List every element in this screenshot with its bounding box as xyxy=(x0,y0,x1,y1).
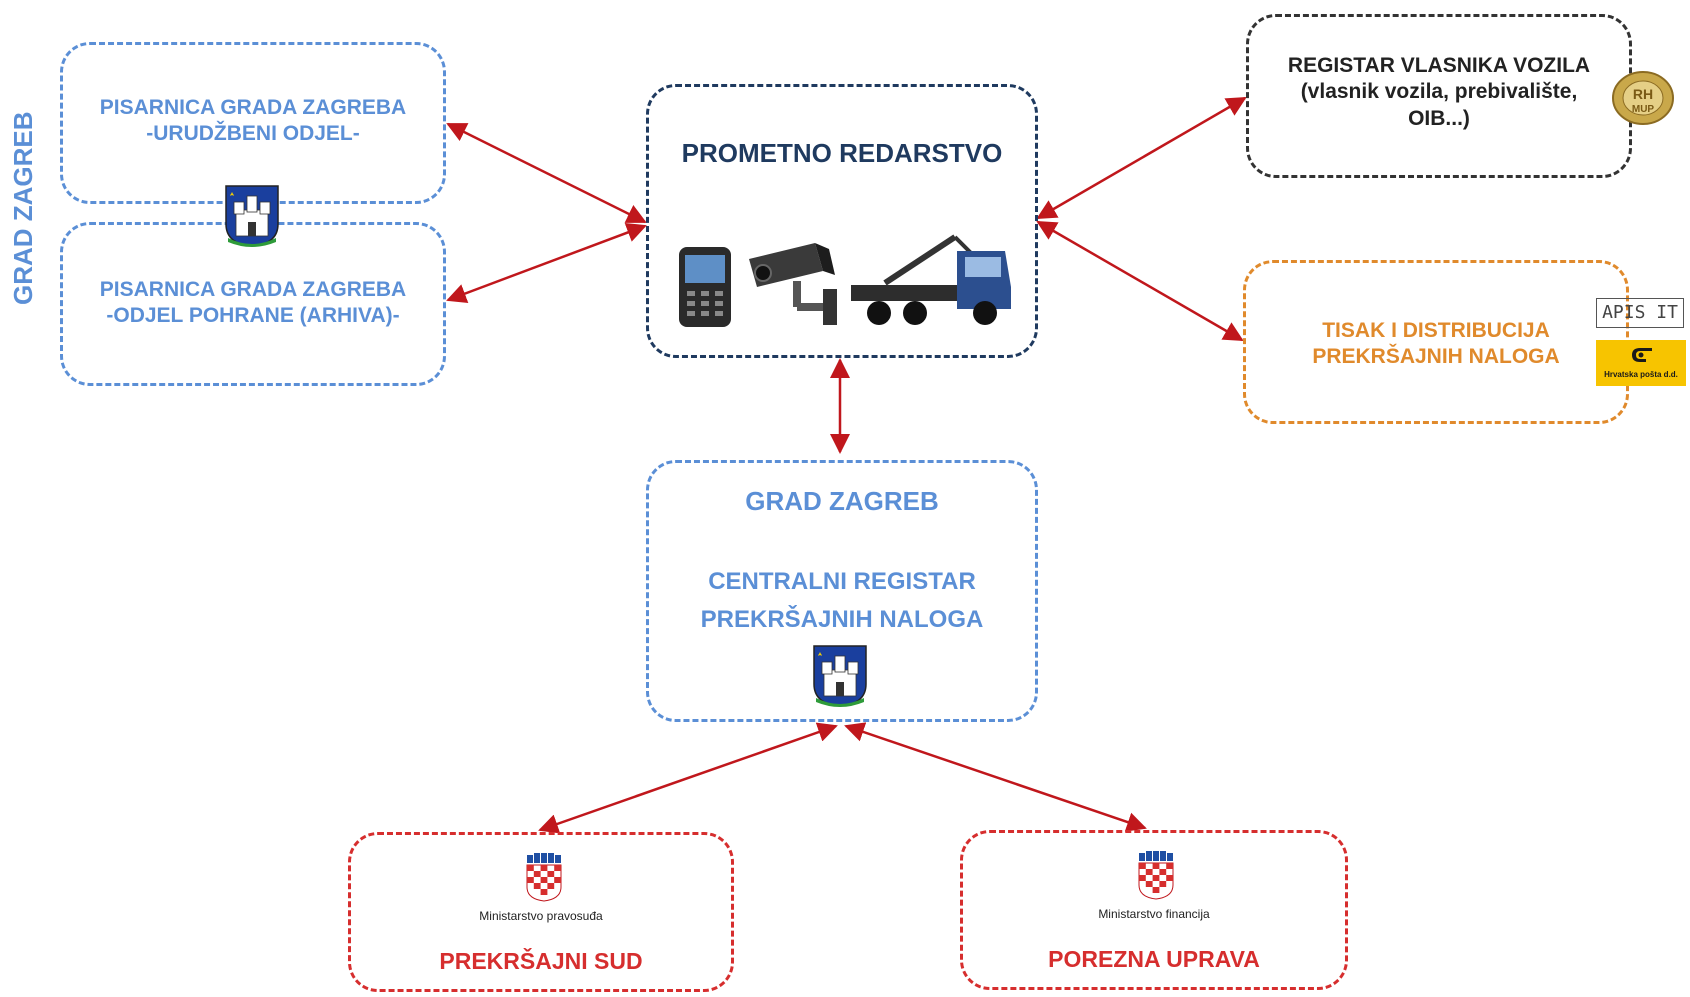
tow-truck-icon xyxy=(851,234,1011,325)
ministarstvo-pravosuda-label: Ministarstvo pravosuđa xyxy=(479,909,603,923)
pisarnica-urudzbeni-line2: -URUDŽBENI ODJEL- xyxy=(146,122,360,146)
registar-vlasnika-line3: OIB...) xyxy=(1408,106,1470,130)
prometno-redarstvo-box: PROMETNO REDARSTVO xyxy=(646,84,1038,358)
croatia-coat-of-arms-icon xyxy=(526,853,562,902)
centralni-registar-box: GRAD ZAGREB CENTRALNI REGISTAR PREKRŠAJN… xyxy=(646,460,1038,722)
centralni-registar-line2: PREKRŠAJNIH NALOGA xyxy=(700,606,984,634)
zagreb-coat-of-arms-icon xyxy=(225,185,279,247)
croatia-coat-of-arms-icon xyxy=(1138,851,1174,900)
arrow-urudzbeni-prometno xyxy=(446,122,647,224)
pisarnica-urudzbeni-box: PISARNICA GRADA ZAGREBA -URUDŽBENI ODJEL… xyxy=(60,42,446,204)
traffic-camera-icon xyxy=(749,243,837,325)
arrow-grad-porezna xyxy=(844,722,1147,832)
arrow-prometno-tisak xyxy=(1036,220,1244,342)
hrvatska-posta-text: Hrvatska pošta d.d. xyxy=(1604,370,1678,379)
prometno-redarstvo-title: PROMETNO REDARSTVO xyxy=(681,138,1003,168)
porezna-uprava-box: Ministarstvo financija POREZNA UPRAVA xyxy=(960,830,1348,990)
mup-badge-top-text: RH xyxy=(1633,86,1653,102)
arrow-prometno-registar xyxy=(1036,96,1247,220)
registar-vlasnika-line1: REGISTAR VLASNIKA VOZILA xyxy=(1287,54,1591,77)
pisarnica-pohrana-text: PISARNICA GRADA ZAGREBA -ODJEL POHRANE (… xyxy=(63,277,443,330)
pisarnica-pohrana-line2: -ODJEL POHRANE (ARHIVA)- xyxy=(106,304,400,328)
porezna-uprava-title: POREZNA UPRAVA xyxy=(1048,946,1260,972)
tisak-line2: PREKRŠAJNIH NALOGA xyxy=(1312,345,1560,369)
tisak-distribucija-box: TISAK I DISTRIBUCIJA PREKRŠAJNIH NALOGA xyxy=(1243,260,1629,424)
side-label-grad-zagreb: GRAD ZAGREB xyxy=(8,111,38,305)
tisak-line1: TISAK I DISTRIBUCIJA xyxy=(1322,319,1550,342)
posta-horn-icon xyxy=(1632,348,1652,362)
pisarnica-pohrana-line1: PISARNICA GRADA ZAGREBA xyxy=(99,278,407,301)
registar-vlasnika-line2: (vlasnik vozila, prebivalište, xyxy=(1300,80,1578,104)
prekrsajni-sud-box: Ministarstvo pravosuđa PREKRŠAJNI SUD xyxy=(348,832,734,992)
hrvatska-posta-logo: Hrvatska pošta d.d. xyxy=(1596,340,1686,386)
registar-vlasnika-text: REGISTAR VLASNIKA VOZILA (vlasnik vozila… xyxy=(1249,53,1629,132)
registar-vlasnika-box: REGISTAR VLASNIKA VOZILA (vlasnik vozila… xyxy=(1246,14,1632,178)
mup-badge-bottom-text: MUP xyxy=(1632,104,1655,115)
centralni-registar-title: GRAD ZAGREB xyxy=(745,486,939,516)
pisarnica-pohrana-box: PISARNICA GRADA ZAGREBA -ODJEL POHRANE (… xyxy=(60,222,446,386)
pisarnica-urudzbeni-line1: PISARNICA GRADA ZAGREBA xyxy=(99,96,407,119)
prekrsajni-sud-title: PREKRŠAJNI SUD xyxy=(439,948,643,974)
centralni-registar-text: CENTRALNI REGISTAR PREKRŠAJNIH NALOGA xyxy=(649,563,1035,640)
arrow-pohrana-prometno xyxy=(446,222,647,304)
mup-badge-icon: RH MUP xyxy=(1612,71,1674,125)
zagreb-coat-of-arms-icon xyxy=(813,645,867,707)
handheld-terminal-icon xyxy=(679,247,731,327)
pisarnica-urudzbeni-text: PISARNICA GRADA ZAGREBA -URUDŽBENI ODJEL… xyxy=(63,95,443,148)
apis-it-logo: APIS IT xyxy=(1596,298,1684,328)
ministarstvo-financija-label: Ministarstvo financija xyxy=(1098,907,1210,921)
centralni-registar-line1: CENTRALNI REGISTAR xyxy=(708,568,976,595)
apis-it-logo-text: APIS IT xyxy=(1602,302,1678,323)
arrow-grad-sud xyxy=(538,722,838,834)
tisak-distribucija-text: TISAK I DISTRIBUCIJA PREKRŠAJNIH NALOGA xyxy=(1246,318,1626,371)
